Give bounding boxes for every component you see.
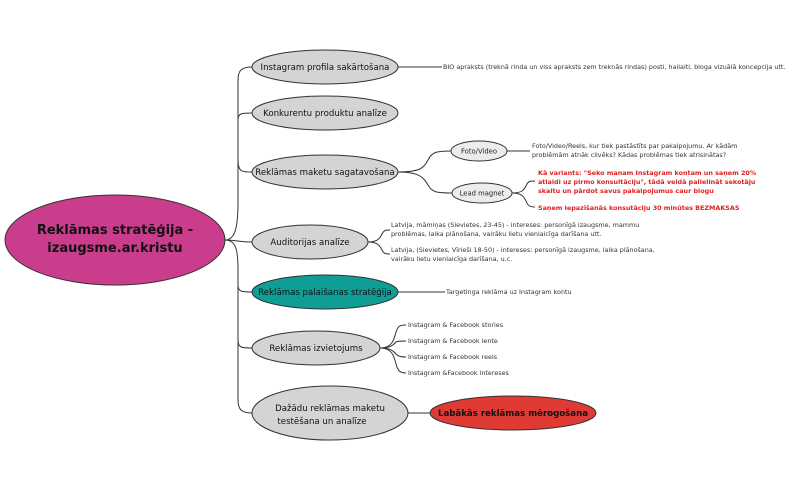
branch-connectors <box>224 66 253 414</box>
branch-competitor-analysis[interactable]: Konkurentu produktu analīze <box>251 95 399 131</box>
branch-instagram-profile[interactable]: Instagram profila sakārtošana <box>251 49 399 85</box>
audience-note-1-line1: Latvija, māmiņas (Sievietes, 23-45) - in… <box>391 221 639 230</box>
placement-item: Instagram & Facebook reels <box>408 353 498 361</box>
placement-item: Instagram &Facebook intereses <box>408 369 510 377</box>
central-topic-shape <box>4 194 226 286</box>
branch-launch-strategy[interactable]: Reklāmas palaišanas stratēģija <box>251 274 399 310</box>
branch-note: Targetinga reklāma uz Instagram kontu <box>445 288 572 296</box>
lead-magnet-variant-line2: atlaidi uz pirmo konsultāciju", tādā vei… <box>538 178 756 186</box>
sub-node-label: Lead magnet <box>460 190 505 198</box>
audience-connectors <box>367 229 391 255</box>
foto-video-note-line2: problēmām atnāk cilvēks? Kādas problēmas… <box>532 151 726 159</box>
lead-magnet-variant-line3: skaitu un pārdot savus pakalpojumus caur… <box>538 187 714 195</box>
branch-label-line1: Dažādu reklāmas maketu <box>275 404 385 414</box>
placement-connectors <box>379 324 407 374</box>
branch-label-line2: testēšana un analīze <box>277 416 366 427</box>
branch-label: Konkurentu produktu analīze <box>263 109 387 119</box>
sub-node-lead-magnet[interactable]: Lead magnet <box>451 182 513 204</box>
central-topic-line2: izaugsme.ar.kristu <box>47 241 182 256</box>
branch-ad-testing[interactable]: Dažādu reklāmas maketu testēšana un anal… <box>251 385 409 441</box>
branch-label: Reklāmas maketu sagatavošana <box>255 167 394 178</box>
branch-label: Reklāmas izvietojums <box>269 344 363 354</box>
branch-audience-analysis[interactable]: Auditorijas analīze <box>251 224 369 260</box>
sub-node-best-ad-scaling[interactable]: Labākās reklāmas mērogošana <box>429 395 597 431</box>
lead-magnet-connectors <box>511 180 536 208</box>
sub-node-foto-video[interactable]: Foto/Video <box>450 140 508 162</box>
branch-label: Reklāmas palaišanas stratēģija <box>258 287 392 298</box>
sub-node-label: Foto/Video <box>461 148 497 156</box>
placement-item: Instagram & Facebook stories <box>408 321 504 329</box>
lead-magnet-free-consultation: Saņem iepazīšanās konsutāciju 30 minūtes… <box>538 204 740 212</box>
branch-label: Auditorijas analīze <box>270 238 349 248</box>
audience-note-2-line1: Latvija, (Sievietes, Vīrieši 18-50) - in… <box>391 246 655 254</box>
audience-note-2-line2: vairāku lietu vienlaicīga darīšana, u.c. <box>391 255 512 263</box>
branch-note: BIO apraksts (treknā rinda un viss aprak… <box>443 63 785 71</box>
sub-node-shape <box>429 395 597 431</box>
branch-shape <box>251 95 399 131</box>
central-topic[interactable]: Reklāmas stratēģija - izaugsme.ar.kristu <box>4 194 226 286</box>
foto-video-note-line1: Foto/Video/Reels, kur tiek pastāstīts pa… <box>532 142 737 150</box>
central-topic-line1: Reklāmas stratēģija - <box>37 223 193 238</box>
placement-item: Instagram & Facebook lente <box>408 337 498 345</box>
branch-ad-placement[interactable]: Reklāmas izvietojums <box>251 330 381 366</box>
branch-ad-mockups[interactable]: Reklāmas maketu sagatavošana <box>251 154 399 190</box>
lead-magnet-variant-line1: Kā variants: "Seko manam Instagram konta… <box>538 169 757 177</box>
branch-label: Instagram profila sakārtošana <box>261 62 390 73</box>
sub-connectors <box>397 150 453 194</box>
audience-note-1-line2: problēmas, laika plānošana, vairāku liet… <box>391 230 601 238</box>
sub-node-label: Labākās reklāmas mērogošana <box>438 408 588 419</box>
